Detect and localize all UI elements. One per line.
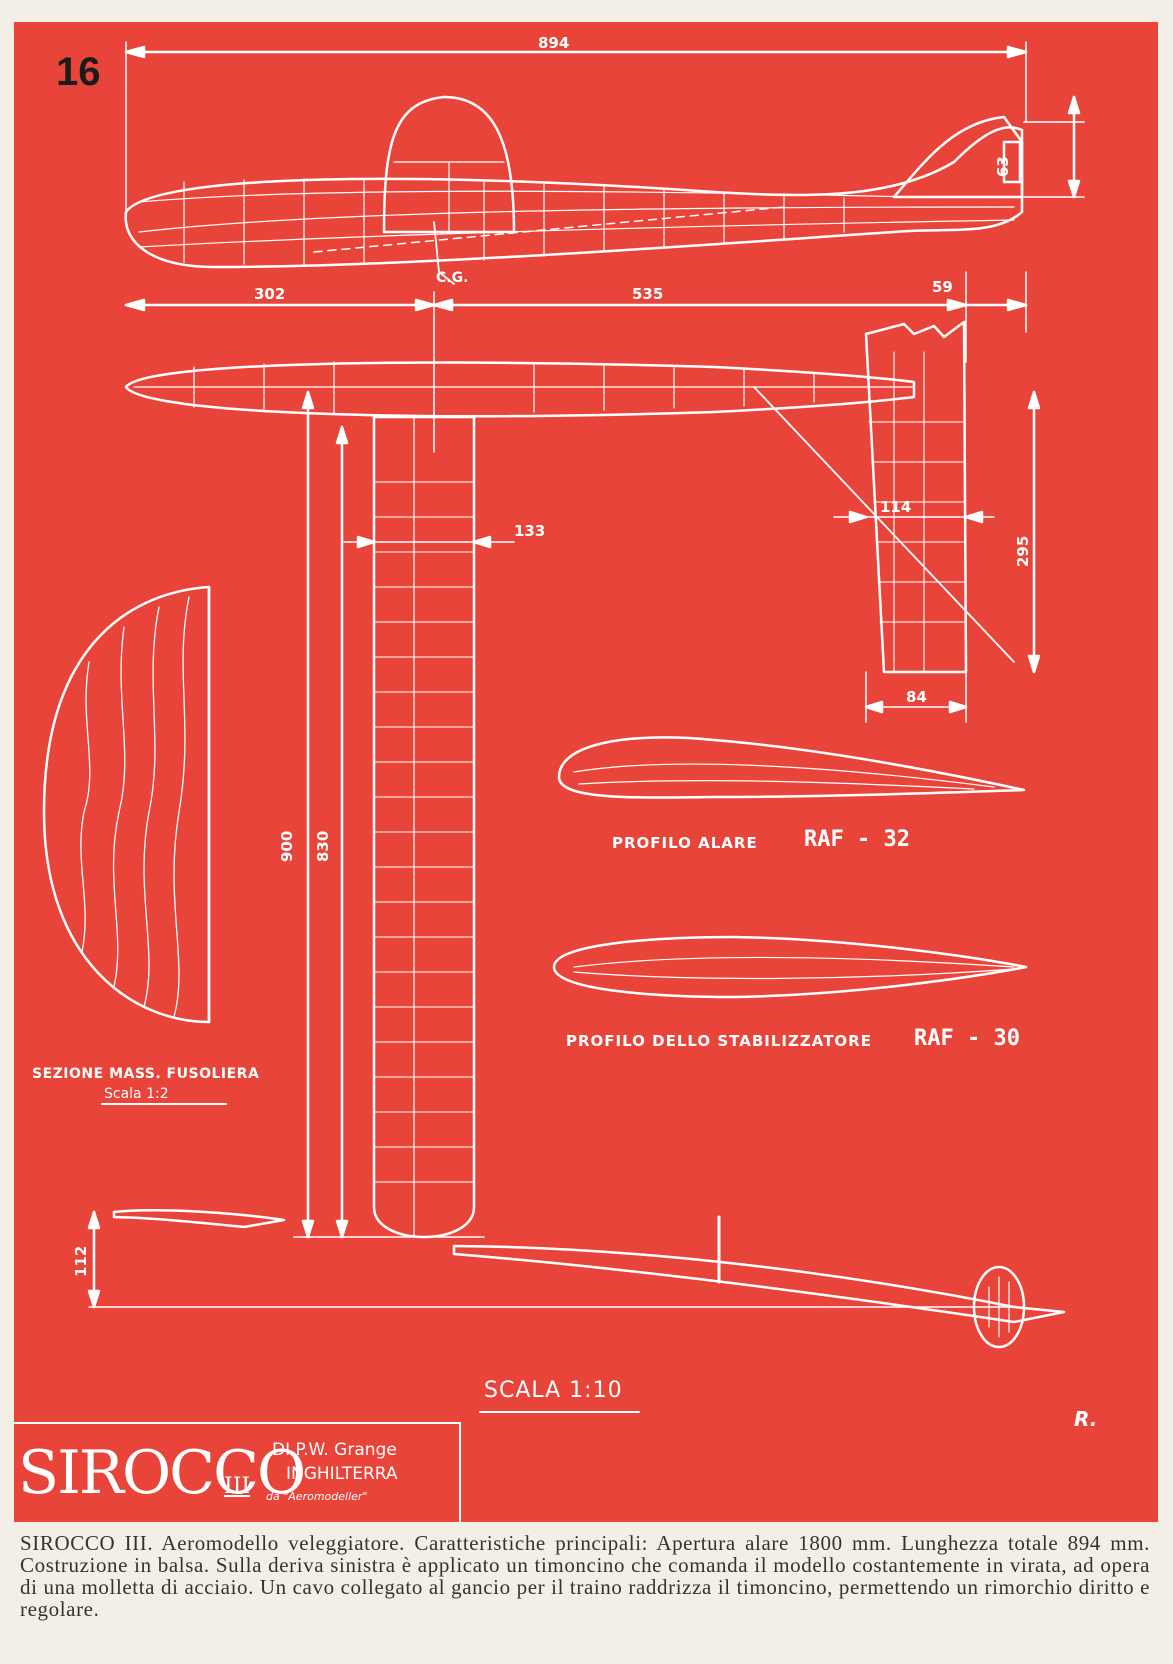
drawing-scale: SCALA 1:10 — [484, 1378, 623, 1403]
blueprint-sheet: 16 894 63 C.G. 302 535 59 133 114 295 84… — [14, 22, 1158, 1522]
caption-text: SIROCCO III. Aeromodello veleggiatore. C… — [20, 1531, 1150, 1621]
dim-stab-root-chord: 114 — [880, 498, 912, 516]
stab-profile-label: PROFILO DELLO STABILIZZATORE — [566, 1032, 872, 1050]
model-name: SIROCCO — [18, 1438, 306, 1508]
signature: R. — [1074, 1407, 1098, 1431]
section-title: SEZIONE MASS. FUSOLIERA — [32, 1066, 260, 1082]
stab-airfoil — [552, 935, 1028, 999]
blueprint-drawing — [42, 41, 1085, 1413]
dim-wing-chord: 133 — [514, 522, 546, 540]
plate-number: 16 — [56, 50, 101, 94]
dim-half-span-inner: 830 — [314, 830, 332, 862]
dim-nose-to-wing: 302 — [254, 285, 286, 303]
stab-profile-code: RAF - 30 — [914, 1026, 1020, 1051]
fuselage-section — [42, 585, 211, 1024]
plan-view-stabilizer — [833, 320, 1041, 723]
dim-half-span: 900 — [278, 830, 296, 862]
source: da "Aeromodeller" — [266, 1490, 368, 1503]
dim-line-stations — [124, 271, 1028, 453]
wing-profile-code: RAF - 32 — [804, 827, 910, 852]
dim-tail-chord: 59 — [932, 278, 953, 296]
plan-view-wing — [293, 390, 515, 1239]
dim-line-overall — [124, 41, 1028, 223]
cg-label: C.G. — [436, 270, 469, 286]
author: DI P.W. Grange — [272, 1440, 397, 1460]
dim-wing-to-tail: 535 — [632, 285, 664, 303]
wing-airfoil — [557, 736, 1026, 799]
model-roman: III — [224, 1474, 251, 1499]
country: INGHILTERRA — [286, 1464, 398, 1484]
dim-stab-semispan: 295 — [1014, 535, 1032, 567]
perspective-sketch — [87, 1209, 1066, 1349]
section-scale: Scala 1:2 — [104, 1086, 169, 1102]
side-view-fuselage — [124, 95, 1085, 285]
dim-dihedral: 112 — [72, 1245, 90, 1277]
dim-overall-length: 894 — [538, 34, 570, 52]
dim-stab-tip-chord: 84 — [906, 688, 927, 706]
plan-view-fuselage — [124, 361, 1015, 663]
title-block: SIROCCO III DI P.W. Grange INGHILTERRA d… — [14, 1422, 461, 1522]
dim-fin-height: 63 — [994, 156, 1012, 177]
wing-profile-label: PROFILO ALARE — [612, 834, 758, 852]
